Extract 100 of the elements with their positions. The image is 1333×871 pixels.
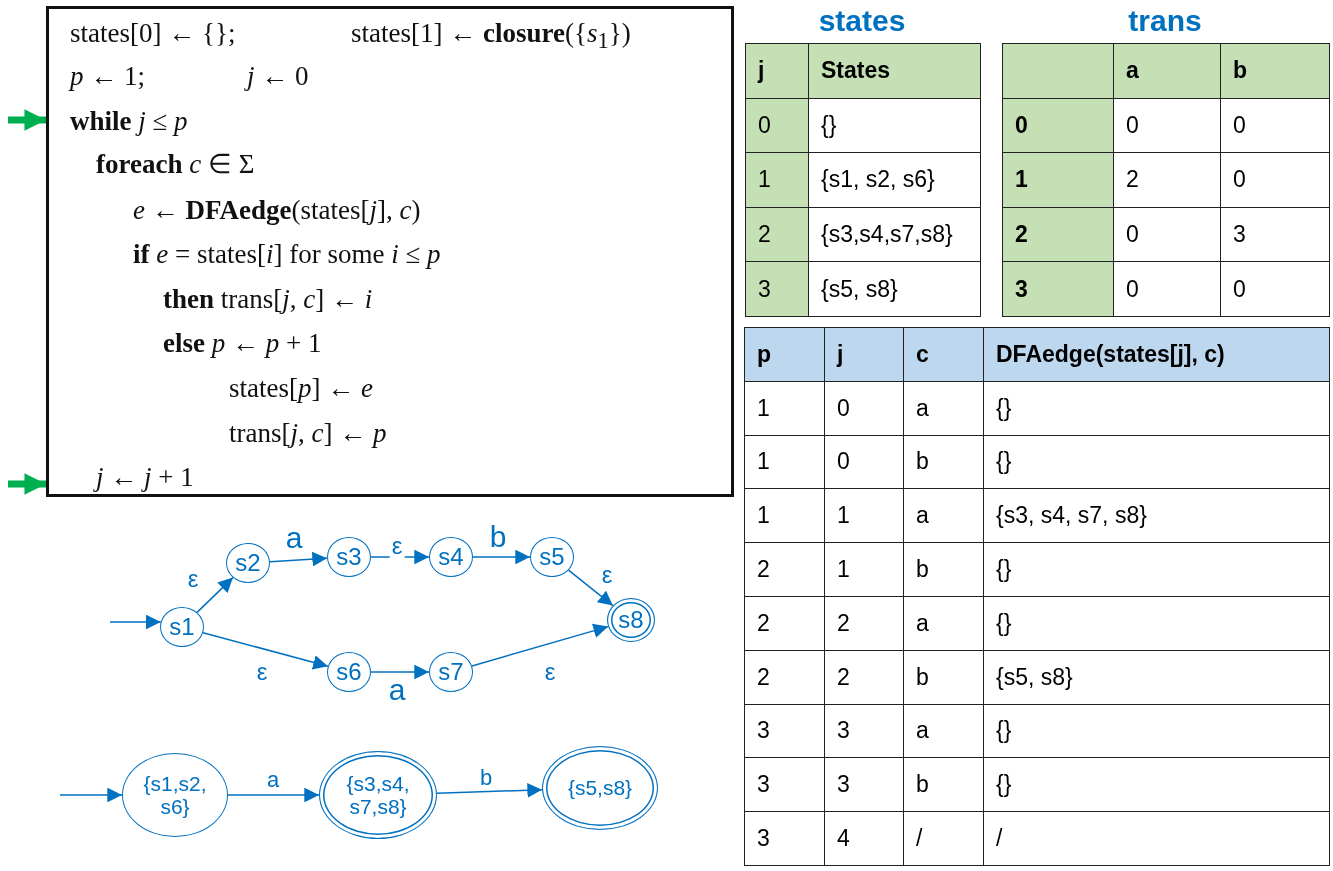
code-line: states[1] ← closure({s$_{1}$}) <box>351 17 631 56</box>
arrow <box>196 576 234 614</box>
table-cell: 1 <box>744 488 825 543</box>
table-cell: 0 <box>824 435 904 489</box>
table-cell: 0 <box>745 98 809 153</box>
table-cell: b <box>903 435 984 489</box>
state-circle: s2 <box>226 543 270 583</box>
table-cell: / <box>983 811 1330 866</box>
code-line: states[0] ← {}; <box>70 17 236 49</box>
table-cell: 2 <box>1002 207 1114 262</box>
code-line: then trans[j, c] ← i <box>163 283 373 315</box>
table-cell: {} <box>983 381 1330 436</box>
state-circle: s6 <box>327 652 371 692</box>
table-cell: 2 <box>744 542 825 597</box>
header-cell: a <box>1113 43 1221 99</box>
table-cell: 1 <box>824 542 904 597</box>
arrow <box>109 614 162 630</box>
arrow <box>370 664 430 680</box>
table-cell: b <box>903 650 984 705</box>
table-cell: 3 <box>824 704 904 758</box>
code-line: p ← 1; <box>70 60 145 92</box>
table-cell: 3 <box>745 261 809 317</box>
arrow <box>269 551 328 567</box>
table-cell: 2 <box>745 207 809 262</box>
header-cell: DFAedge(states[j], c) <box>983 327 1330 382</box>
table-cell: 0 <box>1220 261 1330 317</box>
table-cell: a <box>903 381 984 436</box>
table-cell: 3 <box>744 757 825 812</box>
state-circle: s3 <box>327 537 371 577</box>
state-circle: s4 <box>429 537 473 577</box>
arrow <box>472 549 531 565</box>
table-cell: 0 <box>1002 98 1114 153</box>
header-cell: j <box>745 43 809 99</box>
header-cell: b <box>1220 43 1330 99</box>
table-cell: {} <box>983 542 1330 597</box>
table-cell: 1 <box>745 152 809 208</box>
code-line: foreach c ∈ Σ <box>96 148 255 180</box>
table-cell: 2 <box>1113 152 1221 208</box>
table-cell: {s5, s8} <box>983 650 1330 705</box>
table-cell: 3 <box>1220 207 1330 262</box>
table-title: states <box>818 6 906 36</box>
table-cell: 0 <box>824 381 904 436</box>
table-cell: {} <box>983 435 1330 489</box>
state-circle: s7 <box>429 652 473 692</box>
state-circle: s1 <box>160 607 204 647</box>
table-cell: {s5, s8} <box>808 261 981 317</box>
arrow <box>59 787 123 803</box>
table-cell: 2 <box>824 596 904 651</box>
table-cell: 2 <box>744 650 825 705</box>
table-cell: {s3, s4, s7, s8} <box>983 488 1330 543</box>
table-cell: b <box>903 757 984 812</box>
table-cell: 3 <box>1002 261 1114 317</box>
table-cell: 3 <box>824 757 904 812</box>
table-cell: / <box>903 811 984 866</box>
code-line: trans[j, c] ← p <box>229 417 387 449</box>
table-cell: 0 <box>1113 261 1221 317</box>
table-cell: 3 <box>744 811 825 866</box>
table-cell: {} <box>983 596 1330 651</box>
header-cell: c <box>903 327 984 382</box>
table-cell: 0 <box>1220 98 1330 153</box>
table-cell: 1 <box>824 488 904 543</box>
code-line: states[p] ← e <box>229 372 373 404</box>
table-cell: {s1, s2, s6} <box>808 152 981 208</box>
table-cell: a <box>903 488 984 543</box>
table-cell: {s3,s4,s7,s8} <box>808 207 981 262</box>
table-cell: {} <box>808 98 981 153</box>
accepting-state: {s3,s4, s7,s8} <box>319 751 437 839</box>
state-circle: {s1,s2, s6} <box>122 753 228 837</box>
arrow <box>471 623 609 667</box>
arrow <box>567 569 614 607</box>
code-line: if e = states[i] for some i ≤ p <box>133 238 441 270</box>
table-cell: {} <box>983 704 1330 758</box>
table-cell: 3 <box>744 704 825 758</box>
accepting-state: {s5,s8} <box>542 746 658 830</box>
table-cell: b <box>903 542 984 597</box>
arrow <box>436 782 543 798</box>
table-cell: 2 <box>744 596 825 651</box>
table-cell: 0 <box>1113 98 1221 153</box>
table-cell: 1 <box>744 381 825 436</box>
arrow <box>370 549 430 565</box>
table-title: trans <box>1128 6 1202 36</box>
header-cell: j <box>824 327 904 382</box>
table-cell: 4 <box>824 811 904 866</box>
table-cell: 2 <box>824 650 904 705</box>
table-cell: a <box>903 704 984 758</box>
code-line: else p ← p + 1 <box>163 327 322 359</box>
code-line: e ← DFAedge(states[j], c) <box>133 194 421 226</box>
accepting-state: s8 <box>607 598 655 642</box>
arrow <box>202 631 329 670</box>
state-circle: s5 <box>530 537 574 577</box>
algorithm-box <box>46 6 734 497</box>
code-line: while j ≤ p <box>70 105 188 137</box>
table-cell: 1 <box>744 435 825 489</box>
table-cell: 1 <box>1002 152 1114 208</box>
table-cell: a <box>903 596 984 651</box>
header-cell: p <box>744 327 825 382</box>
table-cell: {} <box>983 757 1330 812</box>
table-cell: 0 <box>1220 152 1330 208</box>
header-cell: States <box>808 43 981 99</box>
arrow <box>227 787 320 803</box>
